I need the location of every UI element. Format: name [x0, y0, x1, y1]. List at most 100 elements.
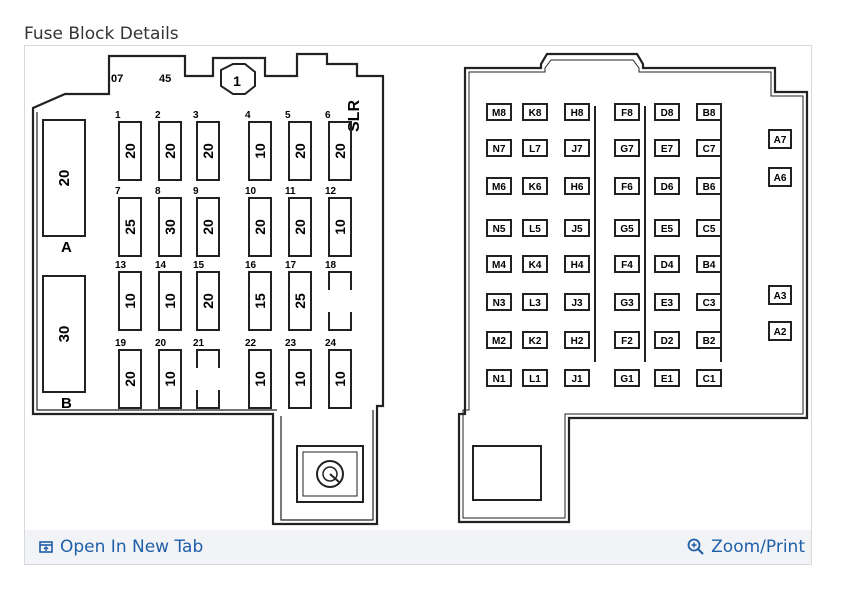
terminal-j3: J3	[564, 293, 590, 311]
terminal-label: F4	[621, 260, 633, 271]
fuse-body	[248, 197, 272, 257]
fuse-7: 725	[115, 186, 142, 257]
fuse-body	[288, 121, 312, 181]
fuse-number: 20	[155, 338, 167, 349]
fuse-3: 320	[193, 110, 220, 181]
fuse-number: 15	[193, 260, 205, 271]
terminal-label: N5	[493, 224, 506, 235]
terminal-label: K4	[529, 260, 542, 271]
terminal-label: H6	[571, 182, 584, 193]
terminal-label: B8	[703, 108, 716, 119]
terminal-n3: N3	[486, 293, 512, 311]
big-fuse-b: 30 B	[42, 275, 86, 412]
open-in-new-tab-link[interactable]: Open In New Tab	[38, 537, 203, 557]
fuse-number: 5	[285, 110, 291, 121]
fuse-6: 620	[325, 110, 352, 181]
magnifier-plus-icon	[687, 538, 704, 555]
terminal-k2: K2	[522, 331, 548, 349]
fuse-rating: 25	[122, 219, 138, 235]
terminal-label: J1	[571, 374, 583, 385]
fuse-number: 19	[115, 338, 127, 349]
open-new-tab-icon	[39, 541, 53, 553]
zoom-print-link[interactable]: Zoom/Print	[687, 537, 805, 557]
fuse-body	[248, 271, 272, 331]
diagram-frame	[24, 45, 812, 565]
page-title: Fuse Block Details	[24, 24, 179, 44]
zoom-link-label: Zoom/Print	[711, 537, 805, 557]
terminal-g7: G7	[614, 139, 640, 157]
fuse-number: 6	[325, 110, 331, 121]
terminal-l3: L3	[522, 293, 548, 311]
fuse-body	[158, 349, 182, 409]
terminal-label: H8	[571, 108, 584, 119]
terminal-a6: A6	[768, 167, 792, 187]
terminal-l5: L5	[522, 219, 548, 237]
terminal-b2: B2	[696, 331, 722, 349]
fuse-number: 12	[325, 186, 337, 197]
empty-fuse-slot	[328, 271, 352, 331]
fuse-body	[118, 197, 142, 257]
terminal-label: A6	[774, 173, 787, 184]
terminal-m2: M2	[486, 331, 512, 349]
terminal-d4: D4	[654, 255, 680, 273]
terminal-label: L7	[529, 144, 541, 155]
fuse-number: 21	[193, 338, 205, 349]
terminal-f8: F8	[614, 103, 640, 121]
terminal-h6: H6	[564, 177, 590, 195]
fuse-body	[158, 271, 182, 331]
terminal-e5: E5	[654, 219, 680, 237]
terminal-n5: N5	[486, 219, 512, 237]
terminal-label: M4	[492, 260, 506, 271]
terminal-c1: C1	[696, 369, 722, 387]
terminal-j1: J1	[564, 369, 590, 387]
terminal-l1: L1	[522, 369, 548, 387]
terminal-b4: B4	[696, 255, 722, 273]
terminal-c5: C5	[696, 219, 722, 237]
fuse-number: 9	[193, 186, 199, 197]
diagram-footer: Open In New Tab Zoom/Print	[25, 530, 811, 564]
terminal-k8: K8	[522, 103, 548, 121]
fuse-rating: 30	[162, 219, 178, 235]
terminal-j7: J7	[564, 139, 590, 157]
fuse-number: 13	[115, 260, 127, 271]
terminal-k4: K4	[522, 255, 548, 273]
fuse-number: 14	[155, 260, 167, 271]
terminal-label: M2	[492, 336, 506, 347]
fuse-rating: 20	[252, 219, 268, 235]
terminal-label: A2	[774, 327, 787, 338]
terminal-label: M6	[492, 182, 506, 193]
relay-socket	[296, 445, 364, 503]
top-code: 07	[111, 73, 123, 85]
fuse-body	[196, 271, 220, 331]
fuse-rating: 10	[332, 371, 348, 387]
terminal-a3: A3	[768, 285, 792, 305]
terminal-label: E1	[661, 374, 674, 385]
terminal-label: B2	[703, 336, 716, 347]
terminal-label: F6	[621, 182, 633, 193]
open-link-label: Open In New Tab	[60, 537, 204, 557]
fuse-rating: 20	[122, 143, 138, 159]
terminal-label: L3	[529, 298, 541, 309]
fuse-number: 1	[115, 110, 121, 121]
fuse-number: 2	[155, 110, 161, 121]
big-fuse-rating: 20	[56, 170, 73, 187]
fuse-body	[158, 121, 182, 181]
fuse-body	[288, 271, 312, 331]
fuse-body	[328, 349, 352, 409]
terminal-label: D4	[661, 260, 674, 271]
fuse-rating: 10	[252, 371, 268, 387]
terminal-label: M8	[492, 108, 506, 119]
big-fuse-label: B	[61, 395, 72, 412]
terminal-a2: A2	[768, 321, 792, 341]
terminal-label: C5	[703, 224, 716, 235]
fuse-body	[196, 197, 220, 257]
terminal-h8: H8	[564, 103, 590, 121]
fuse-rating: 25	[292, 293, 308, 309]
fuse-body	[118, 121, 142, 181]
